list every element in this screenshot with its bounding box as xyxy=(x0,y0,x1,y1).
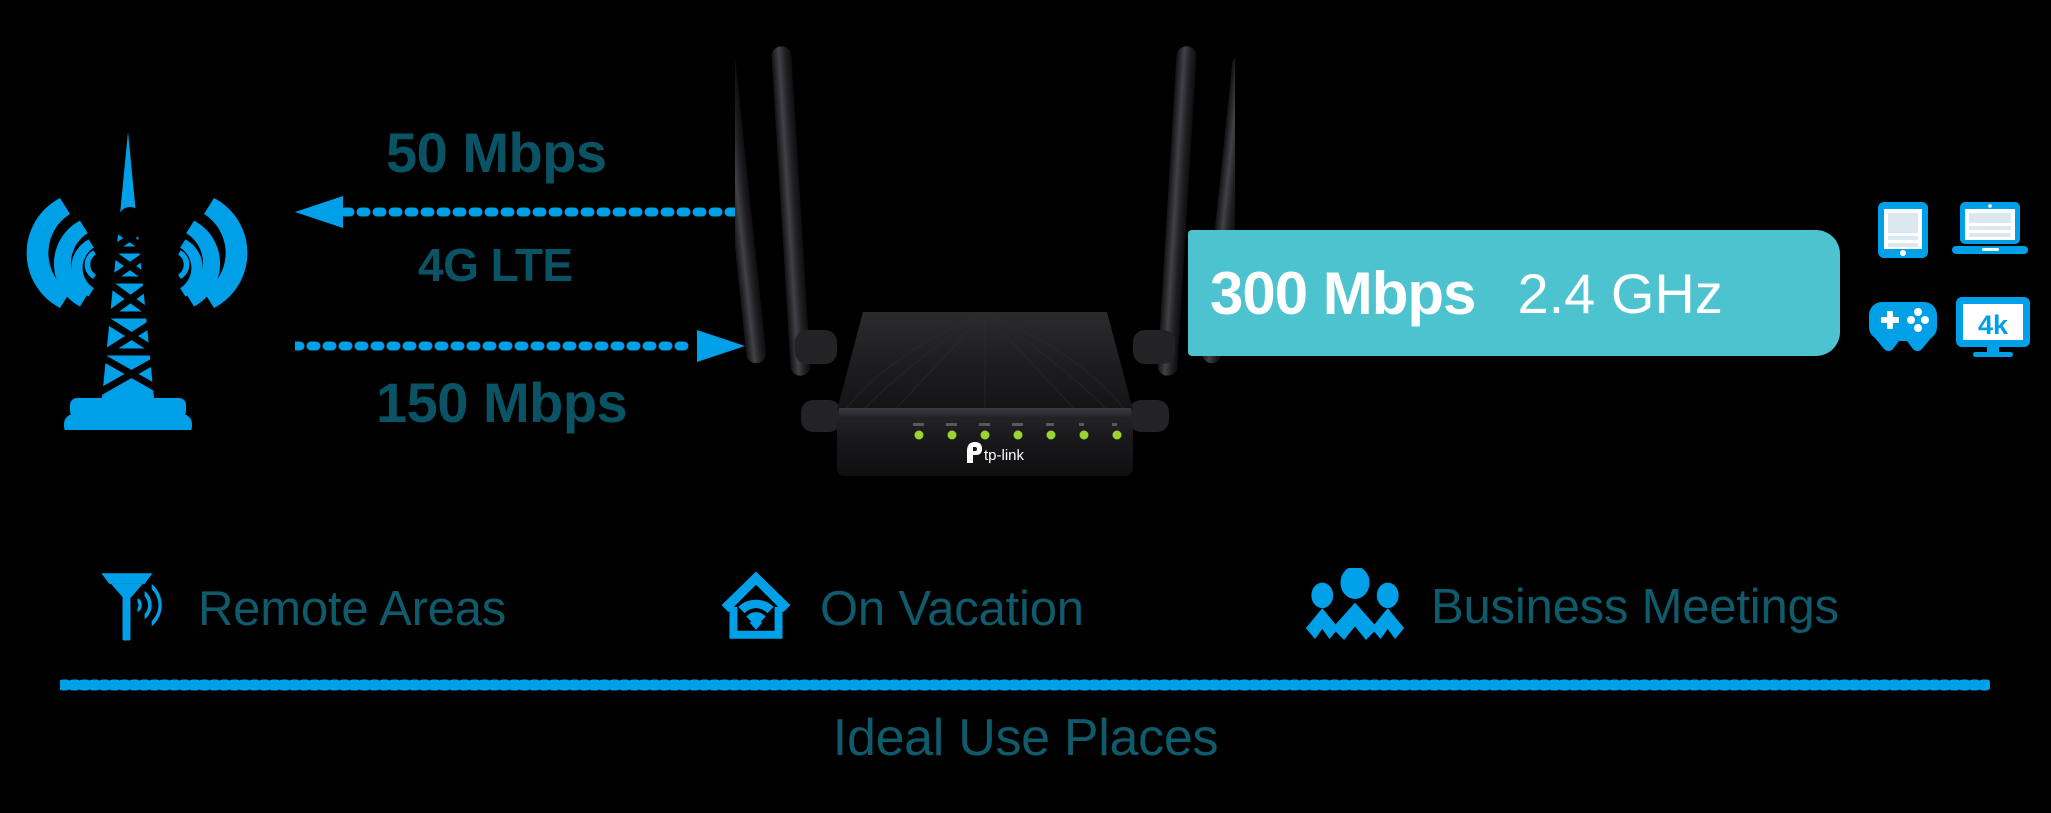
wifi-band-value: 2.4 GHz xyxy=(1517,261,1723,325)
svg-text:tp-link: tp-link xyxy=(984,447,1025,464)
tplink-logo: tp-link xyxy=(967,442,1025,464)
cell-tower-icon xyxy=(0,130,282,436)
use-case-label: Business Meetings xyxy=(1431,580,1839,634)
home-wifi-icon xyxy=(718,568,794,649)
antenna-signal-icon xyxy=(96,568,172,649)
tablet-icon xyxy=(1874,201,1932,259)
router-status-leds xyxy=(914,430,1122,440)
downlink-arrow-left-icon xyxy=(295,196,750,228)
use-case-on-vacation: On Vacation xyxy=(718,568,1084,649)
use-case-business-meetings: Business Meetings xyxy=(1305,566,1839,646)
ideal-use-divider xyxy=(57,678,1993,692)
laptop-icon xyxy=(1952,201,2028,257)
use-case-remote-areas: Remote Areas xyxy=(96,568,506,649)
wan-technology-label: 4G LTE xyxy=(418,239,573,291)
gamepad-icon xyxy=(1868,300,1938,352)
downlink-speed-label: 50 Mbps xyxy=(386,121,607,184)
wifi-speed-value: 300 Mbps xyxy=(1210,259,1476,327)
ideal-use-places-caption: Ideal Use Places xyxy=(832,709,1219,767)
client-devices-group: 4k xyxy=(1860,195,2045,385)
use-case-label: On Vacation xyxy=(820,581,1084,636)
uplink-arrow-right-icon xyxy=(290,330,745,362)
use-case-label: Remote Areas xyxy=(198,581,507,636)
uplink-speed-label: 150 Mbps xyxy=(376,371,628,434)
tv-4k-label: 4k xyxy=(1978,310,2009,340)
tv-4k-icon: 4k xyxy=(1955,296,2031,358)
wifi-speed-badge: 300 Mbps 2.4 GHz xyxy=(1188,230,1840,356)
use-cases-row: Remote Areas On Vacation xyxy=(0,560,2051,680)
people-group-icon xyxy=(1305,566,1405,646)
tplink-router-image: tp-link xyxy=(715,42,1253,487)
